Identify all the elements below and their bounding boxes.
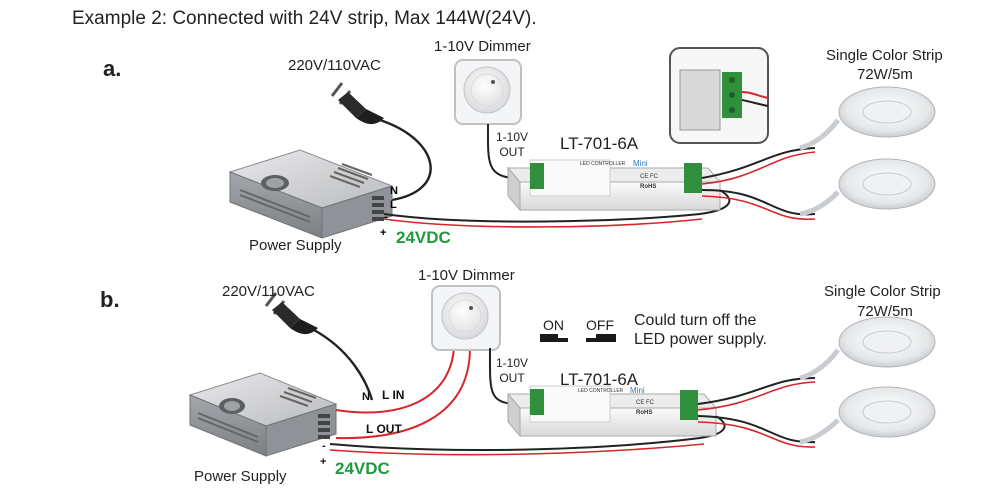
voltage-label-b: 24VDC <box>335 459 390 478</box>
terminal-n-a: N <box>390 185 398 197</box>
strip-spec-b: 72W/5m <box>857 303 913 320</box>
voltage-label-a: 24VDC <box>396 228 451 247</box>
plug-icon <box>264 292 318 335</box>
controller-icon <box>506 385 718 438</box>
dimmer-label-b: 1-10V Dimmer <box>418 267 515 284</box>
page-title: Example 2: Connected with 24V strip, Max… <box>72 8 537 29</box>
plug-icon <box>330 82 384 125</box>
power-supply-icon <box>228 149 394 239</box>
dc-wire-b <box>329 413 726 452</box>
dimmer-knob-icon <box>454 59 522 125</box>
controller-cert-a: CE FC <box>640 174 659 180</box>
psu-label-b: Power Supply <box>194 468 287 485</box>
mains-label-a: 220V/110VAC <box>288 57 381 74</box>
dimmer-knob-icon <box>431 285 501 351</box>
dimmer-cable-a <box>486 123 513 179</box>
led-strip-reel-icon <box>799 86 936 217</box>
strip-spec-a: 72W/5m <box>857 66 913 83</box>
psu-label-a: Power Supply <box>249 237 342 254</box>
terminal-n-b: N <box>362 391 370 403</box>
dimmer-label-a: 1-10V Dimmer <box>434 38 531 55</box>
controller-icon <box>506 159 722 212</box>
led-strip-reel-icon <box>799 316 936 445</box>
controller-label-b: LED CONTROLLER <box>578 388 624 394</box>
controller-rohs-b: RoHS <box>636 410 652 416</box>
switch-off-label: OFF <box>586 317 614 333</box>
terminal-pos-b: + <box>320 456 326 468</box>
strip-title-b: Single Color Strip <box>824 283 941 300</box>
l-out-wire <box>335 347 471 440</box>
mains-cable <box>379 118 432 202</box>
dc-wire-a <box>383 187 731 223</box>
switch-icon <box>540 334 616 342</box>
controller-name-a: LT-701-6A <box>560 134 639 153</box>
terminal-neg-b: - <box>322 440 326 452</box>
switch-on-label: ON <box>543 317 564 333</box>
switch-note-line2: LED power supply. <box>634 331 768 348</box>
mains-label-b: 220V/110VAC <box>222 283 315 300</box>
dimmer-out-line2-b: OUT <box>499 371 525 385</box>
mains-cable-b <box>313 328 374 401</box>
wire-in-label: L IN <box>382 388 405 402</box>
controller-brand-b: Mini <box>630 386 645 395</box>
controller-rohs-a: RoHS <box>640 184 656 190</box>
switch-note-line1: Could turn off the <box>634 312 757 329</box>
terminal-l-a: L <box>390 199 397 211</box>
dc-wire-red-a <box>383 218 703 228</box>
power-supply-icon <box>188 372 338 457</box>
dimmer-out-line2-a: OUT <box>499 145 525 159</box>
controller-cert-b: CE FC <box>636 400 655 406</box>
terminal-closeup-icon <box>669 47 769 144</box>
dimmer-out-line1-b: 1-10V <box>496 356 529 370</box>
controller-label-a: LED CONTROLLER <box>580 161 626 167</box>
wire-out-label: L OUT <box>366 422 402 436</box>
section-label-a: a. <box>103 56 122 81</box>
controller-brand-a: Mini <box>633 159 648 168</box>
dimmer-out-line1-a: 1-10V <box>496 130 529 144</box>
l-in-wire <box>335 347 455 414</box>
terminal-neg-a: - <box>384 211 388 223</box>
terminal-pos-a: + <box>380 227 386 239</box>
section-label-b: b. <box>100 287 120 312</box>
strip-title-a: Single Color Strip <box>826 47 943 64</box>
controller-name-b: LT-701-6A <box>560 370 639 389</box>
dc-wire-red-b <box>329 443 705 456</box>
